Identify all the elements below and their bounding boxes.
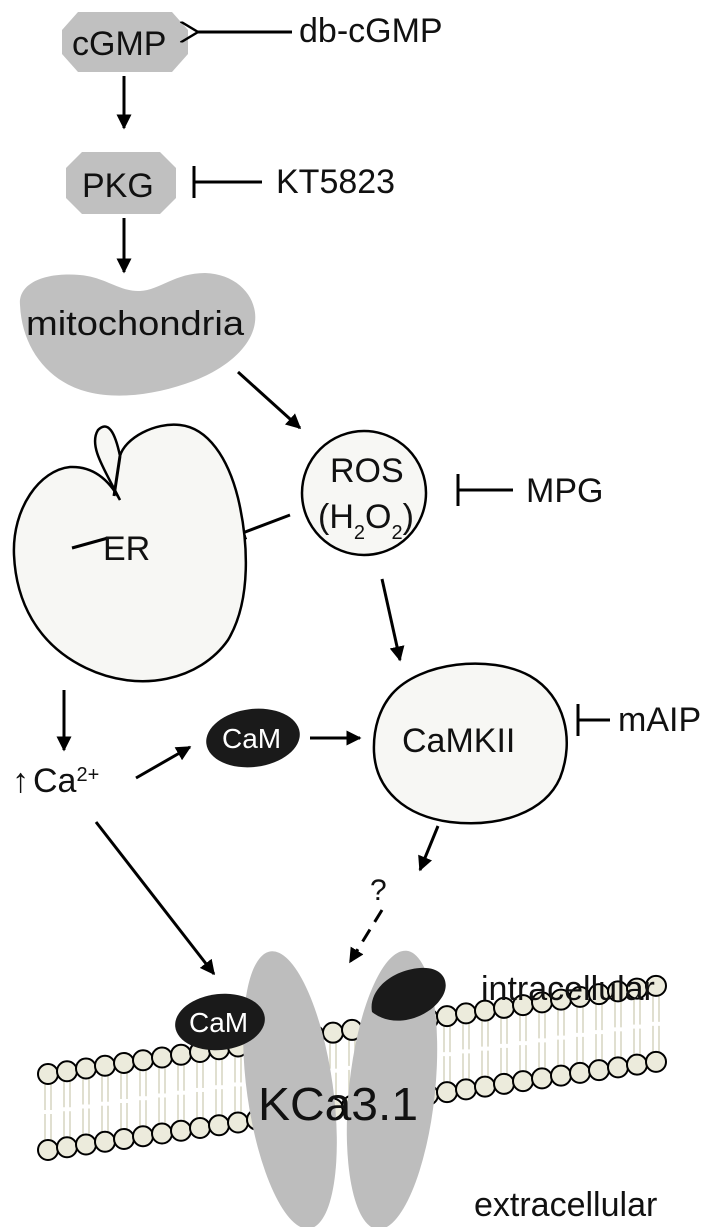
lipid-head-lower (493, 1072, 515, 1095)
h2o2-label: (H2O2) (318, 498, 414, 544)
lipid-head-lower (113, 1127, 135, 1150)
mitochondria-to-ros-arrow (236, 370, 302, 430)
lipid-head-upper (56, 1060, 78, 1083)
lipid-head-lower (645, 1050, 667, 1073)
lipid-head-upper (75, 1057, 97, 1080)
camkii-label: CaMKII (402, 722, 515, 760)
er-fold-line-2 (71, 536, 109, 550)
lipid-head-lower (208, 1114, 230, 1137)
er-fold-line (112, 455, 122, 497)
camkii-binding-site (371, 967, 446, 1021)
lipid-head-lower (189, 1116, 211, 1139)
er-node (12, 423, 248, 683)
db-cgmp-label: db-cGMP (299, 12, 443, 50)
lipid-head-lower (94, 1130, 116, 1153)
lipid-head-upper (170, 1043, 192, 1066)
er-label: ER (103, 530, 150, 568)
cam-bound-channel (175, 993, 265, 1051)
calcium-to-cam-arrow (135, 745, 192, 780)
lipid-head-lower (151, 1122, 173, 1145)
extracellular-label: extracellular (474, 1186, 657, 1224)
cgmp-label: cGMP (72, 25, 166, 63)
mitochondria-label: mitochondria (26, 305, 244, 343)
lipid-head-lower (75, 1133, 97, 1156)
kca31-channel-right-subunit (346, 950, 438, 1227)
lipid-head-lower (512, 1070, 534, 1093)
ros-label: ROS (330, 452, 404, 490)
cam-label: CaM (222, 723, 281, 754)
cam-bound-label: CaM (189, 1007, 248, 1038)
lipid-head-upper (37, 1063, 59, 1085)
maip-label: mAIP (618, 701, 701, 739)
kca31-channel-left-subunit (243, 951, 337, 1227)
lipid-head-upper (94, 1054, 116, 1077)
lipid-head-lower (626, 1053, 648, 1076)
kt5823-label: KT5823 (276, 163, 395, 201)
mpg-label: MPG (526, 472, 603, 510)
pkg-label: PKG (82, 167, 154, 205)
lipid-head-lower (56, 1136, 78, 1159)
mitochondria-node (19, 273, 256, 396)
lipid-head-lower (37, 1139, 59, 1161)
lipid-head-upper (455, 1002, 477, 1025)
camkii-to-unknown-arrow (418, 825, 440, 872)
kca31-channel-label: KCa3.1 (258, 1078, 418, 1130)
lipid-head-lower (588, 1059, 610, 1082)
lipid-head-lower (436, 1081, 458, 1104)
unknown-to-channel-arrow (348, 909, 384, 964)
cgmp-node (62, 12, 188, 72)
lipid-head-lower (132, 1125, 154, 1148)
intracellular-label: intracellular (481, 970, 655, 1008)
unknown-step-label: ? (370, 874, 387, 907)
ros-node (300, 429, 428, 557)
lipid-head-lower (455, 1078, 477, 1101)
lipid-head-lower (531, 1067, 553, 1090)
lipid-head-lower (170, 1119, 192, 1142)
lipid-head-lower (550, 1064, 572, 1087)
ros-to-camkii-arrow (380, 578, 405, 662)
lipid-head-upper (113, 1051, 135, 1074)
lipid-head-upper (151, 1046, 173, 1069)
lipid-head-upper (645, 974, 667, 997)
calcium-to-channel-arrow (94, 821, 216, 976)
lipid-head-lower (569, 1061, 591, 1084)
lipid-head-lower (474, 1075, 496, 1098)
pkg-node (66, 152, 176, 214)
calcium-increase-label: ↑Ca2+ (12, 762, 99, 800)
lipid-head-lower (607, 1056, 629, 1079)
lipid-head-upper (322, 1021, 344, 1044)
lipid-head-upper (132, 1049, 154, 1072)
camkii-node (372, 662, 568, 825)
cam-node (206, 708, 300, 768)
lipid-head-upper (436, 1005, 458, 1028)
lipid-head-lower (227, 1111, 249, 1134)
